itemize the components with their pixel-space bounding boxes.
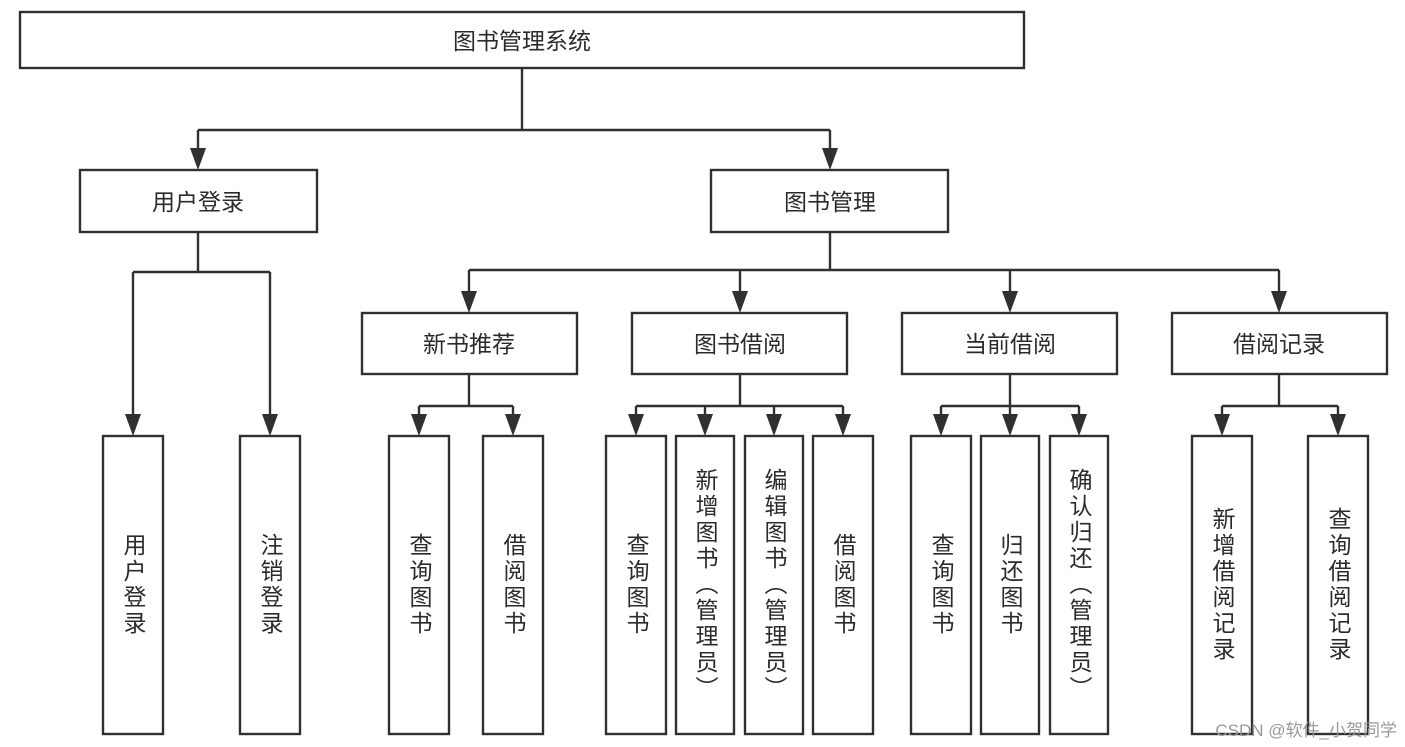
node-root-label: 图书管理系统 <box>453 28 591 54</box>
node-leaf-query-record-box[interactable] <box>1306 434 1370 736</box>
arrow-to-borrow-record <box>1271 291 1287 313</box>
node-new-book-recommend-label: 新书推荐 <box>423 331 515 357</box>
node-new-book-recommend[interactable]: 新书推荐 <box>360 311 579 376</box>
node-book-manage[interactable]: 图书管理 <box>709 168 950 234</box>
node-leaf-borrow-book-2-box[interactable] <box>811 434 875 736</box>
node-leaf-edit-book-label: 编辑图书（管理员） <box>761 468 788 702</box>
connector-book-borrow-to-leaves <box>634 374 845 418</box>
node-borrow-record-label: 借阅记录 <box>1233 331 1325 357</box>
node-leaf-user-login-box[interactable] <box>101 434 165 736</box>
node-leaf-confirm-return-label: 确认归还（管理员） <box>1066 468 1093 702</box>
node-leaf-user-login-label: 用户登录 <box>120 533 147 637</box>
node-leaf-borrow-book-1-label: 借阅图书 <box>500 533 527 637</box>
node-leaf-borrow-book-1-box[interactable] <box>481 434 545 736</box>
node-leaf-logout-box[interactable] <box>238 434 302 736</box>
connector-group-current-borrow <box>933 374 1087 436</box>
node-leaf-query-book-2-label: 查询图书 <box>623 533 650 637</box>
connector-group-book-borrow <box>628 374 851 436</box>
node-leaf-add-record[interactable]: 新增借阅记录 <box>1190 434 1254 736</box>
arrow-to-leaf-query-book-1 <box>411 414 427 436</box>
node-leaf-return-book-label: 归还图书 <box>997 533 1024 637</box>
node-leaf-add-book-box[interactable] <box>674 434 736 736</box>
node-current-borrow-label: 当前借阅 <box>964 331 1056 357</box>
connector-group-root <box>190 68 838 170</box>
node-leaf-add-book[interactable]: 新增图书（管理员） <box>674 434 736 736</box>
node-leaf-borrow-book-2[interactable]: 借阅图书 <box>811 434 875 736</box>
connector-current-borrow-to-leaves <box>939 374 1081 418</box>
node-leaf-query-book-1-box[interactable] <box>387 434 451 736</box>
connector-book-manage-to-level3 <box>467 232 1281 295</box>
node-leaf-edit-book[interactable]: 编辑图书（管理员） <box>743 434 805 736</box>
node-leaf-query-book-3-box[interactable] <box>909 434 973 736</box>
arrow-to-new-book-recommend <box>461 291 477 313</box>
node-leaf-user-login[interactable]: 用户登录 <box>101 434 165 736</box>
connector-group-new-book-recommend <box>411 374 521 436</box>
arrow-to-book-manage <box>822 148 838 170</box>
node-root[interactable]: 图书管理系统 <box>18 10 1026 70</box>
node-book-manage-box[interactable] <box>709 168 950 234</box>
node-book-borrow-label: 图书借阅 <box>694 331 786 357</box>
connector-group-borrow-record <box>1214 374 1346 436</box>
node-leaf-query-record[interactable]: 查询借阅记录 <box>1306 434 1370 736</box>
arrow-to-leaf-borrow-book-1 <box>505 414 521 436</box>
arrow-to-user-login <box>190 148 206 170</box>
node-leaf-add-record-label: 新增借阅记录 <box>1209 507 1236 663</box>
arrow-to-leaf-return-book <box>1002 414 1018 436</box>
node-book-manage-label: 图书管理 <box>784 189 876 215</box>
arrow-to-leaf-user-login <box>125 414 141 436</box>
arrow-to-leaf-add-record <box>1214 414 1230 436</box>
node-book-borrow-box[interactable] <box>630 311 849 376</box>
node-leaf-confirm-return-box[interactable] <box>1048 434 1110 736</box>
node-leaf-add-book-label: 新增图书（管理员） <box>692 468 719 702</box>
node-root-box[interactable] <box>18 10 1026 70</box>
node-user-login-label: 用户登录 <box>152 189 244 215</box>
node-leaf-add-record-box[interactable] <box>1190 434 1254 736</box>
node-leaf-query-book-2-box[interactable] <box>604 434 668 736</box>
node-leaf-query-book-3[interactable]: 查询图书 <box>909 434 973 736</box>
node-leaf-return-book-box[interactable] <box>979 434 1041 736</box>
node-leaf-borrow-book-1[interactable]: 借阅图书 <box>481 434 545 736</box>
arrow-to-book-borrow <box>732 291 748 313</box>
node-leaf-borrow-book-2-label: 借阅图书 <box>830 533 857 637</box>
arrow-to-leaf-edit-book <box>766 414 782 436</box>
node-user-login-box[interactable] <box>78 168 319 234</box>
node-borrow-record-box[interactable] <box>1170 311 1389 376</box>
arrow-to-leaf-query-book-3 <box>933 414 949 436</box>
node-book-borrow[interactable]: 图书借阅 <box>630 311 849 376</box>
node-leaf-query-book-3-label: 查询图书 <box>928 533 955 637</box>
node-current-borrow[interactable]: 当前借阅 <box>900 311 1119 376</box>
arrow-to-leaf-logout <box>262 414 278 436</box>
connector-group-user-login <box>125 232 278 436</box>
node-leaf-logout-label: 注销登录 <box>257 533 284 637</box>
connector-user-login-to-leaves <box>131 232 272 418</box>
node-leaf-query-book-1-label: 查询图书 <box>406 533 433 637</box>
arrow-to-leaf-confirm-return <box>1071 414 1087 436</box>
connector-root-to-level2 <box>196 68 832 152</box>
node-borrow-record[interactable]: 借阅记录 <box>1170 311 1389 376</box>
arrow-to-leaf-add-book <box>697 414 713 436</box>
node-new-book-recommend-box[interactable] <box>360 311 579 376</box>
connector-group-book-manage <box>461 232 1287 313</box>
arrow-to-leaf-query-record <box>1330 414 1346 436</box>
arrow-to-current-borrow <box>1002 291 1018 313</box>
node-leaf-query-book-2[interactable]: 查询图书 <box>604 434 668 736</box>
node-user-login[interactable]: 用户登录 <box>78 168 319 234</box>
node-leaf-query-record-label: 查询借阅记录 <box>1325 507 1352 663</box>
arrow-to-leaf-query-book-2 <box>628 414 644 436</box>
node-leaf-confirm-return[interactable]: 确认归还（管理员） <box>1048 434 1110 736</box>
arrow-to-leaf-borrow-book-2 <box>835 414 851 436</box>
node-leaf-logout[interactable]: 注销登录 <box>238 434 302 736</box>
node-current-borrow-box[interactable] <box>900 311 1119 376</box>
connector-borrow-record-to-leaves <box>1220 374 1340 418</box>
node-leaf-return-book[interactable]: 归还图书 <box>979 434 1041 736</box>
node-leaf-edit-book-box[interactable] <box>743 434 805 736</box>
node-leaf-query-book-1[interactable]: 查询图书 <box>387 434 451 736</box>
connector-new-book-to-leaves <box>417 374 515 418</box>
